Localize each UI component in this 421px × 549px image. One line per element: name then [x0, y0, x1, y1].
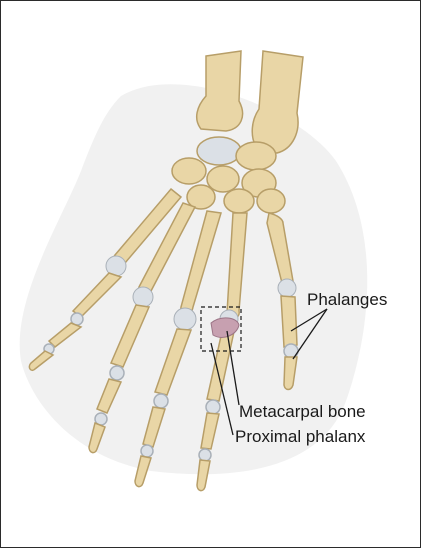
metacarpal-bone-label: Metacarpal bone [239, 403, 366, 420]
phalanges-label: Phalanges [307, 291, 387, 308]
proximal-phalanx-label: Proximal phalanx [235, 428, 365, 445]
ulna-bone [252, 51, 303, 153]
